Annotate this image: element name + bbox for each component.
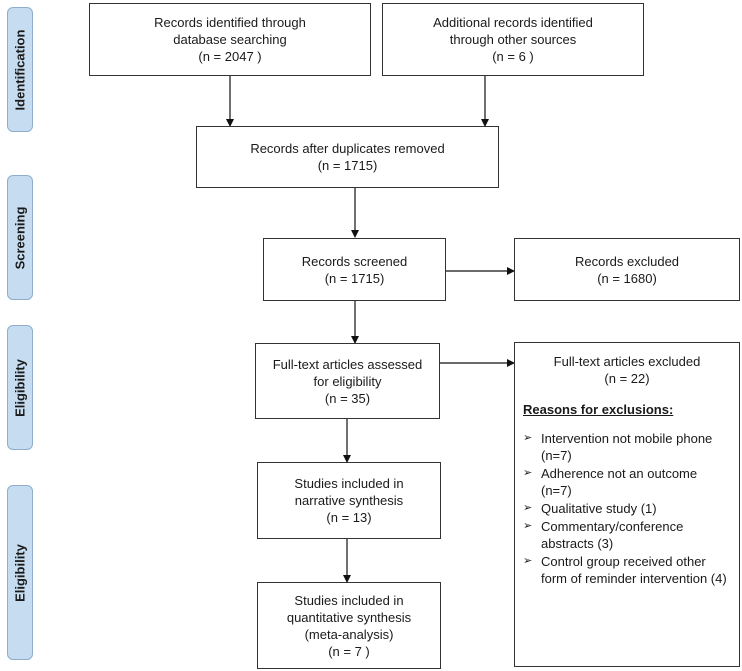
reasons-heading: Reasons for exclusions: [523,402,674,417]
list-item: ➢Adherence not an outcome (n=7) [523,466,698,498]
phase-label: Identification [12,29,28,110]
phase-screening: Screening [7,175,33,300]
phase-label: Eligibility [12,543,28,602]
box-other-sources: Additional records identified through ot… [382,3,644,76]
phase-identification: Identification [7,7,33,132]
arrow-bullet-icon: ➢ [523,555,533,567]
box-records-excluded: Records excluded (n = 1680) [514,238,740,301]
list-item: ➢Qualitative study (1) [523,501,657,516]
arrow-bullet-icon: ➢ [523,467,533,479]
box-fulltext-assessed: Full-text articles assessed for eligibil… [255,343,440,419]
phase-eligibility-second: Eligibility [7,485,33,660]
phase-label: Eligibility [12,358,28,417]
phase-eligibility: Eligibility [7,325,33,450]
list-item: ➢Intervention not mobile phone (n=7) [523,431,713,463]
box-database-searching: Records identified through database sear… [89,3,371,76]
list-item: ➢Commentary/conference abstracts (3) [523,519,684,551]
box-quantitative-synthesis: Studies included in quantitative synthes… [257,582,441,669]
box-narrative-synthesis: Studies included in narrative synthesis … [257,462,441,539]
arrow-bullet-icon: ➢ [523,432,533,444]
fulltext-excluded-count: (n = 22) [604,371,650,386]
list-item: ➢Control group received other form of re… [523,554,727,586]
fulltext-excluded-title: Full-text articles excluded [553,354,701,369]
arrow-bullet-icon: ➢ [523,502,533,514]
box-records-screened: Records screened (n = 1715) [263,238,446,301]
reasons-list: ➢Intervention not mobile phone (n=7) ➢Ad… [523,430,731,587]
phase-label: Screening [12,206,28,269]
box-duplicates-removed: Records after duplicates removed (n = 17… [196,126,499,188]
arrow-bullet-icon: ➢ [523,520,533,532]
box-fulltext-excluded: Full-text articles excluded (n = 22) Rea… [514,342,740,667]
